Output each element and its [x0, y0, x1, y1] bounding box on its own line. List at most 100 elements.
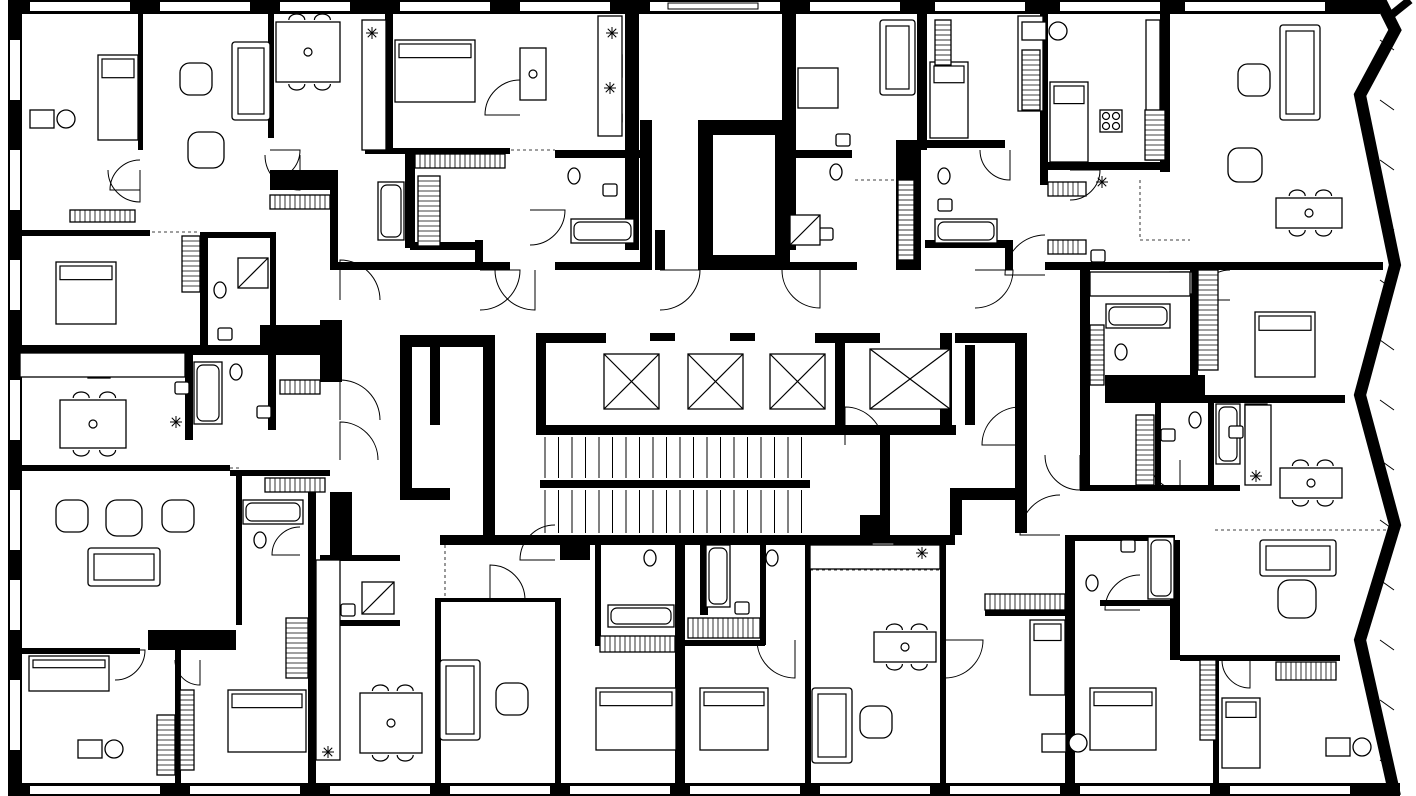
- sink-icon: [602, 183, 618, 197]
- dining-table-icon: [1275, 189, 1343, 237]
- door-swing-icon: [1221, 659, 1251, 689]
- sink-icon: [818, 227, 834, 241]
- desk-icon: [29, 109, 76, 129]
- door-swing-icon: [339, 379, 381, 421]
- wardrobe-icon: [69, 209, 136, 223]
- door-swing-icon: [271, 526, 301, 556]
- sink-icon: [256, 405, 272, 419]
- door-swing-icon: [339, 259, 381, 301]
- dining-table-icon: [275, 13, 341, 91]
- counter: [1089, 271, 1191, 297]
- shower-icon: [789, 214, 821, 246]
- wardrobe-icon: [1089, 324, 1105, 386]
- toilet-icon: [1114, 343, 1128, 361]
- wardrobe-icon: [1199, 659, 1217, 741]
- wardrobe-icon: [1197, 269, 1219, 371]
- door-swing-icon: [1019, 494, 1061, 536]
- door-swing-icon: [844, 406, 884, 446]
- armchair-icon: [859, 705, 893, 739]
- sink-icon: [1090, 249, 1106, 263]
- armchair-icon: [55, 499, 89, 533]
- toilet-icon: [937, 167, 951, 185]
- sink-icon: [937, 198, 953, 212]
- door-swing-icon: [1044, 454, 1081, 491]
- counter: [597, 15, 623, 137]
- armchair-icon: [179, 62, 213, 96]
- plant-icon: [900, 156, 912, 168]
- counter: [19, 352, 186, 378]
- sofa-icon: [811, 687, 853, 764]
- door-swing-icon: [974, 269, 1014, 309]
- desk-icon: [1325, 737, 1372, 757]
- sink-icon: [734, 601, 750, 615]
- bathtub-icon: [607, 604, 675, 628]
- sofa-icon: [231, 41, 271, 121]
- elevator-icon: [687, 353, 744, 410]
- elevator-icon: [603, 353, 660, 410]
- plant-icon: [1250, 470, 1262, 482]
- bed-icon: [28, 655, 110, 692]
- sofa-icon: [1279, 24, 1321, 121]
- bed-icon: [97, 54, 139, 141]
- bed-icon: [1029, 619, 1066, 696]
- door-swing-icon: [1004, 234, 1046, 276]
- wardrobe-icon: [599, 635, 676, 653]
- plant-icon: [322, 746, 334, 758]
- wardrobe-icon: [1275, 661, 1337, 681]
- toilet-icon: [567, 167, 581, 185]
- toilet-icon: [643, 549, 657, 567]
- counter: [797, 67, 839, 109]
- door-swing-icon: [981, 406, 1021, 446]
- armchair-icon: [1277, 579, 1317, 619]
- door-swing-icon: [756, 639, 796, 679]
- toilet-icon: [1085, 574, 1099, 592]
- wardrobe-icon: [414, 153, 506, 169]
- desk-icon: [1021, 21, 1068, 41]
- wardrobe-icon: [181, 235, 201, 293]
- armchair-icon: [1237, 63, 1271, 97]
- desk-icon: [1041, 733, 1088, 753]
- door-swing-icon: [107, 169, 141, 203]
- sink-icon: [1120, 539, 1136, 553]
- sink-icon: [340, 603, 356, 617]
- bed-icon: [1221, 697, 1261, 769]
- dining-table-icon: [359, 684, 423, 762]
- door-swing-icon: [1069, 169, 1101, 201]
- dining-table-icon: [1279, 459, 1343, 507]
- bed-icon: [595, 687, 677, 751]
- door-swing-icon: [529, 209, 566, 246]
- sink-icon: [217, 327, 233, 341]
- stove-icon: [1099, 109, 1123, 133]
- armchair-icon: [1227, 147, 1263, 183]
- sink-icon: [1228, 425, 1244, 439]
- wardrobe-icon: [269, 194, 331, 210]
- wardrobe-icon: [687, 617, 761, 639]
- sink-icon: [835, 133, 851, 147]
- door-swing-icon: [264, 154, 301, 191]
- sink-icon: [1160, 428, 1176, 442]
- wardrobe-icon: [1144, 109, 1166, 161]
- bathtub-icon: [934, 218, 998, 244]
- bathtub-icon: [570, 218, 635, 244]
- bathtub-icon: [705, 544, 731, 608]
- plant-icon: [170, 416, 182, 428]
- door-swing-icon: [484, 79, 521, 116]
- wardrobe-icon: [285, 617, 309, 679]
- shower-icon: [361, 581, 395, 615]
- bed-icon: [1049, 81, 1089, 163]
- counter: [315, 559, 341, 761]
- wardrobe-icon: [1021, 49, 1041, 111]
- dining-table-icon: [59, 391, 127, 457]
- dining-table-icon: [519, 47, 547, 101]
- counter: [1244, 404, 1272, 486]
- wardrobe-icon: [934, 19, 952, 66]
- sofa-icon: [1259, 539, 1337, 577]
- plant-icon: [916, 547, 928, 559]
- sink-icon: [174, 381, 190, 395]
- interior-walls: [20, 8, 1383, 790]
- door-swing-icon: [269, 149, 301, 181]
- wardrobe-icon: [897, 179, 915, 261]
- sofa-icon: [87, 547, 161, 587]
- bed-icon: [929, 61, 969, 139]
